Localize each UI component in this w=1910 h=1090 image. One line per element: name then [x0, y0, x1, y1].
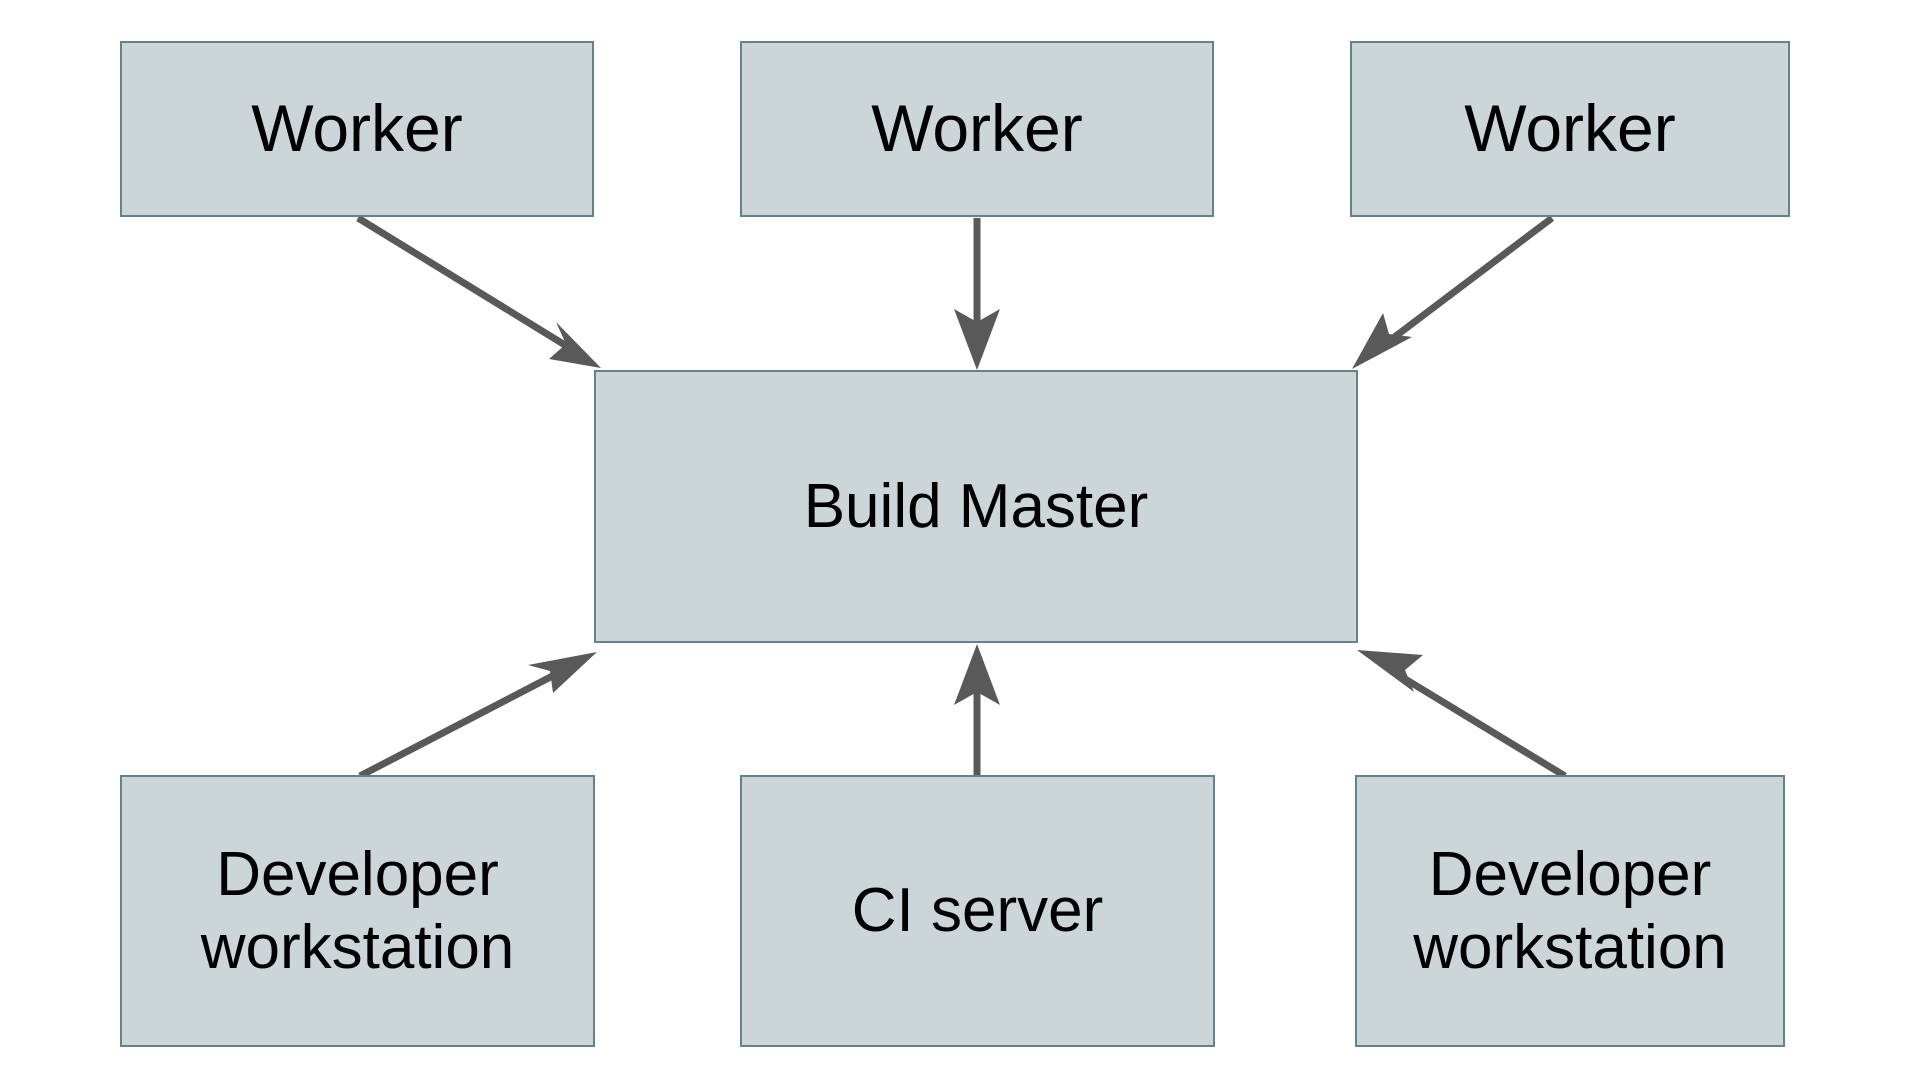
node-ci-server[interactable]: CI server	[740, 775, 1215, 1047]
node-worker-middle[interactable]: Worker	[740, 41, 1214, 217]
node-label: Developer workstation	[200, 839, 515, 982]
node-label: Build Master	[803, 471, 1149, 541]
node-worker-left[interactable]: Worker	[120, 41, 594, 217]
edge-devws-left-to-master	[358, 652, 597, 780]
node-label: Worker	[1464, 91, 1676, 166]
node-developer-workstation-right[interactable]: Developer workstation	[1355, 775, 1785, 1047]
node-build-master[interactable]: Build Master	[594, 370, 1358, 643]
edge-devws-right-to-master	[1357, 650, 1567, 779]
node-label: CI server	[851, 876, 1104, 946]
edge-worker-right-to-master	[1352, 215, 1555, 369]
node-developer-workstation-left[interactable]: Developer workstation	[120, 775, 595, 1047]
edge-worker-mid-to-master	[954, 218, 1000, 370]
edge-ci-server-to-master	[954, 644, 1000, 776]
node-label: Developer workstation	[1413, 839, 1727, 982]
edge-worker-left-to-master	[356, 215, 601, 368]
node-worker-right[interactable]: Worker	[1350, 41, 1790, 217]
node-label: Worker	[251, 91, 463, 166]
node-label: Worker	[871, 91, 1083, 166]
